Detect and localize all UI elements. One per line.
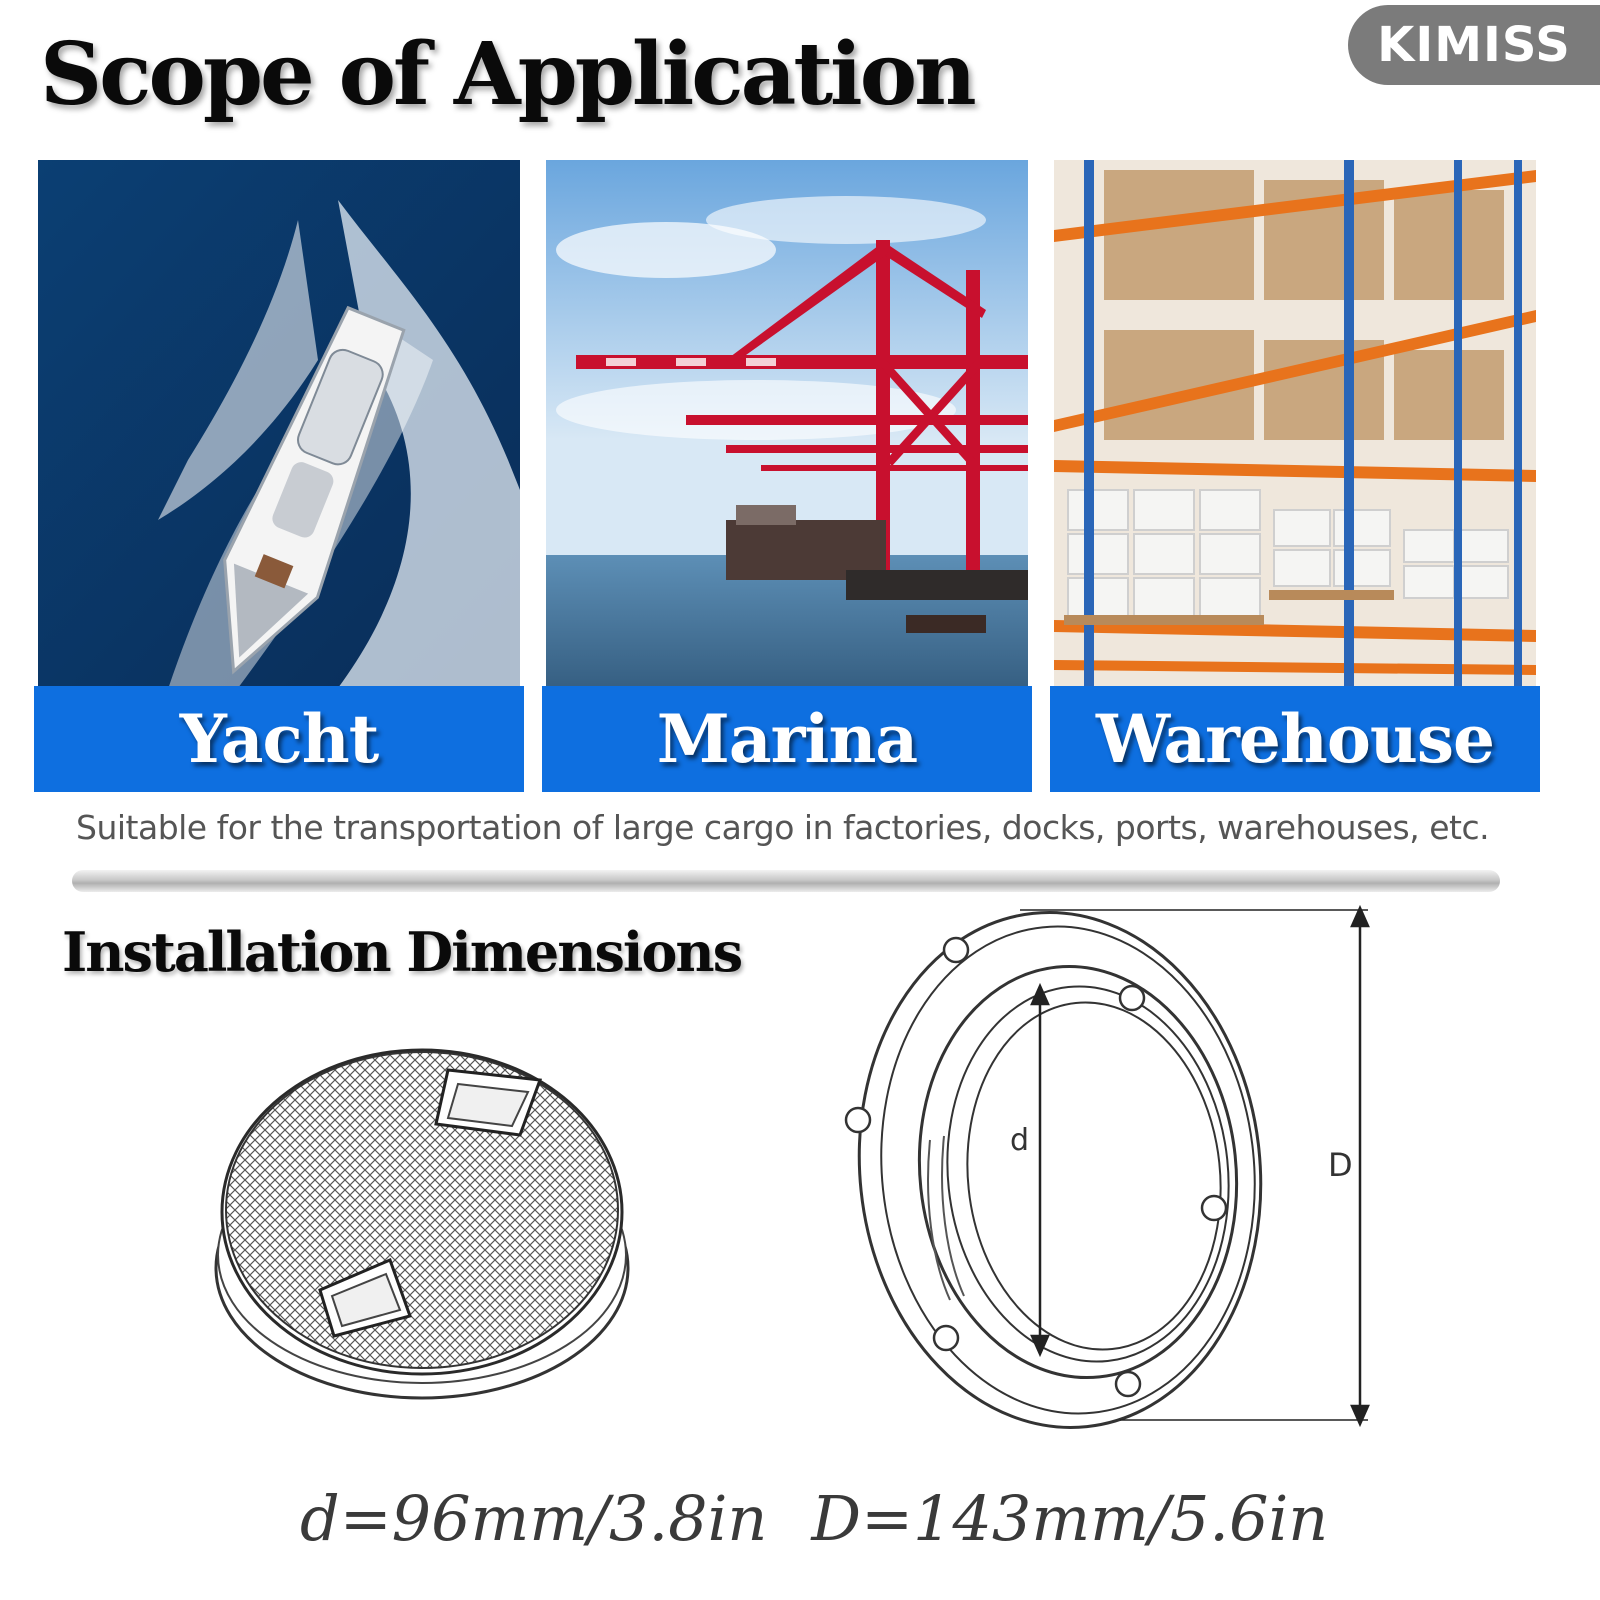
application-card-yacht: Yacht xyxy=(34,160,524,792)
application-label-warehouse: Warehouse xyxy=(1050,686,1540,792)
application-card-warehouse: Warehouse xyxy=(1050,160,1540,792)
application-label-yacht: Yacht xyxy=(34,686,524,792)
yacht-photo xyxy=(38,160,520,688)
brand-logo: KIMISS xyxy=(1348,5,1600,85)
page-title: Scope of Application xyxy=(40,24,977,125)
application-label-marina: Marina xyxy=(542,686,1032,792)
outer-dimension: D=143mm/5.6in xyxy=(811,1482,1329,1555)
inner-diameter-label: d xyxy=(1010,1123,1029,1158)
dimension-text: d=96mm/3.8in D=143mm/5.6in xyxy=(300,1482,1328,1555)
outer-diameter-label: D xyxy=(1328,1146,1353,1184)
installation-title: Installation Dimensions xyxy=(62,920,743,984)
application-card-marina: Marina xyxy=(542,160,1032,792)
section-divider xyxy=(72,870,1500,892)
warehouse-shelves-photo xyxy=(1054,160,1536,688)
inner-dimension: d=96mm/3.8in xyxy=(300,1482,768,1555)
deck-ring-drawing: d D xyxy=(844,904,1370,1429)
port-cranes-photo xyxy=(546,160,1028,688)
application-caption: Suitable for the transportation of large… xyxy=(76,808,1490,847)
hatch-cover-drawing xyxy=(214,1048,630,1400)
